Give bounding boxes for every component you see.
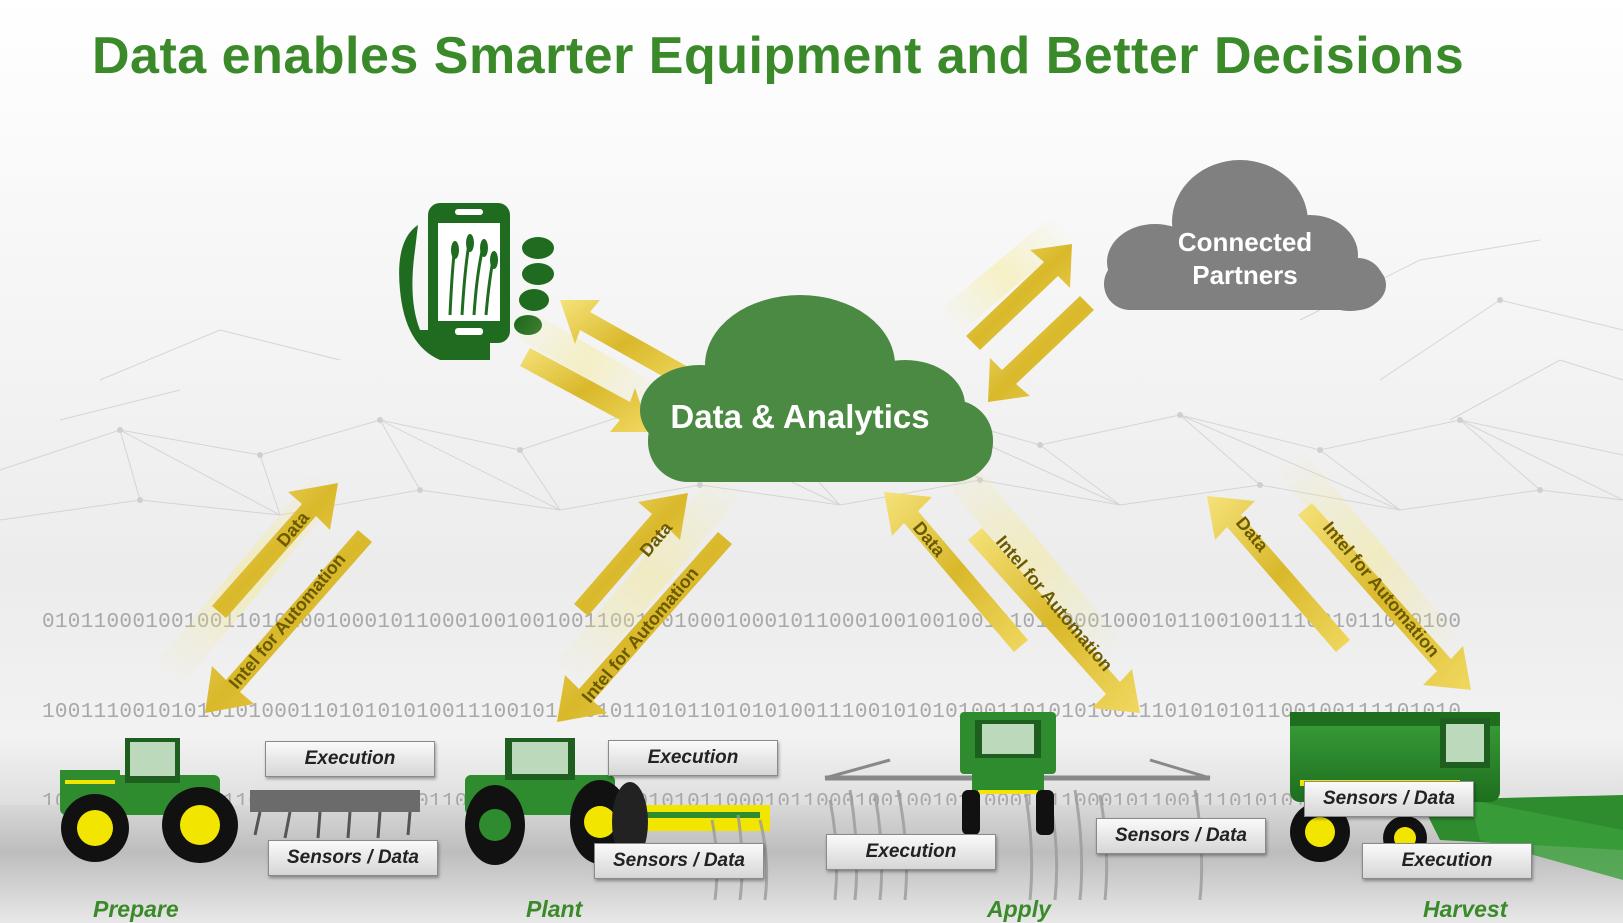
connected-partners-label: Connected Partners [1150, 226, 1340, 292]
harvest-sensors-callout: Sensors / Data [1304, 781, 1474, 817]
harvest-intel-arrow [1298, 503, 1471, 690]
apply-sensors-callout: Sensors / Data [1096, 818, 1266, 854]
prepare-intel-arrow [205, 530, 372, 713]
machine-cloud-arrows [205, 483, 1471, 722]
smartphone-in-hand-icon [399, 203, 554, 360]
cloud-partners-arrows [966, 244, 1094, 402]
stage-label-apply: Apply [987, 896, 1051, 922]
data-analytics-label: Data & Analytics [670, 398, 930, 435]
apply-data-arrow [884, 492, 1028, 652]
plant-intel-arrow [557, 532, 732, 722]
prepare-tractor-icon [60, 738, 420, 863]
plant-execution-callout: Execution [608, 740, 778, 776]
harvest-execution-callout: Execution [1362, 843, 1532, 879]
stage-label-harvest: Harvest [1423, 896, 1508, 922]
apply-execution-callout: Execution [826, 834, 996, 870]
stage-label-prepare: Prepare [93, 896, 179, 922]
apply-sprayer-icon [824, 712, 1211, 835]
prepare-data-arrow [212, 483, 338, 618]
harvest-data-arrow [1207, 496, 1350, 652]
plant-sensors-callout: Sensors / Data [594, 843, 764, 879]
apply-intel-arrow [968, 528, 1140, 713]
connected-partners-line1: Connected [1177, 227, 1313, 257]
prepare-sensors-callout: Sensors / Data [268, 840, 438, 876]
connected-partners-line2: Partners [1192, 260, 1298, 290]
data-analytics-cloud [640, 295, 993, 482]
page-title: Data enables Smarter Equipment and Bette… [92, 27, 1465, 85]
stage-label-plant: Plant [526, 896, 583, 922]
connected-partners-cloud [1104, 160, 1386, 311]
plant-data-arrow [574, 493, 688, 616]
plant-tractor-icon [465, 738, 770, 865]
prepare-execution-callout: Execution [265, 741, 435, 777]
apply-intel-label: Intel for Automation [992, 532, 1117, 675]
phone-cloud-arrows [520, 300, 690, 432]
